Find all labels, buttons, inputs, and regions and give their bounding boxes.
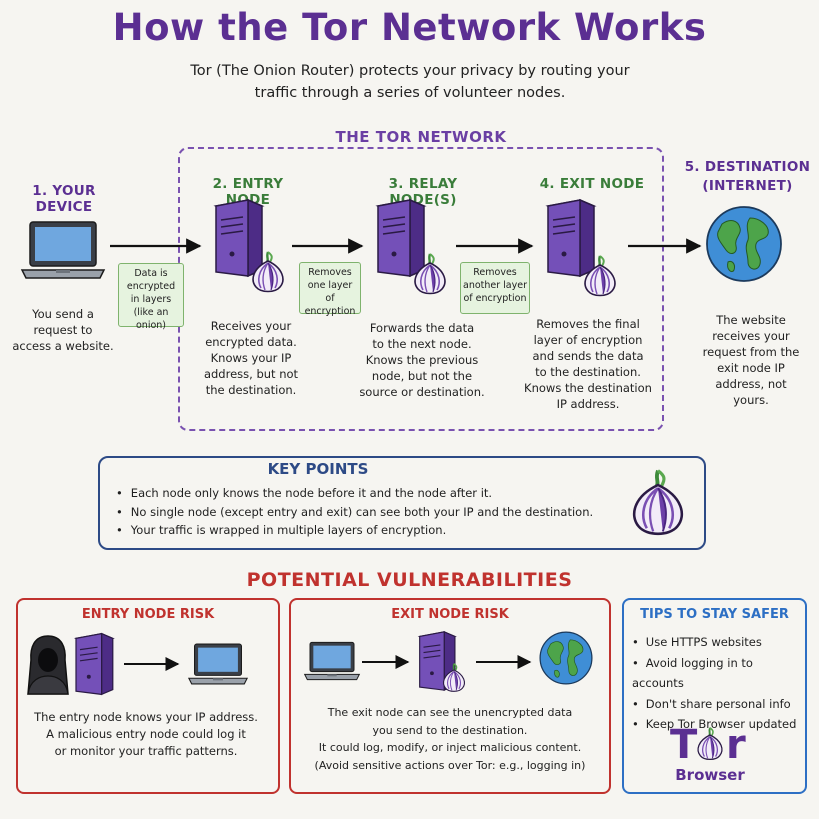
desc-line: yours.	[733, 393, 769, 407]
desc-line: Knows the destination	[524, 381, 652, 395]
tip-item: Use HTTPS websites	[632, 632, 807, 653]
step-title-your-device: 1. YOUR DEVICE	[32, 183, 96, 215]
vulnerabilities-title: POTENTIAL VULNERABILITIES	[246, 569, 573, 591]
entry-server-icon	[75, 632, 114, 696]
note-removes-one-layer: Removes one layer of encryption	[299, 262, 361, 317]
desc-line: receives your	[712, 329, 790, 343]
step-title-relay-nodes: 3. RELAY NODE(S)	[388, 176, 458, 208]
step-desc-relay-nodes: Forwards the data to the next node. Know…	[352, 320, 492, 400]
tip-item: Don't share personal info	[632, 694, 807, 715]
entry-node-risk-box	[16, 598, 280, 794]
key-point-item: Each node only knows the node before it …	[116, 484, 616, 503]
tips-title: TIPS TO STAY SAFER	[640, 607, 789, 622]
step-title-destination: 5. DESTINATION (INTERNET)	[680, 158, 815, 196]
tips-list: Use HTTPS websites Avoid logging in to a…	[632, 632, 807, 735]
svg-text:r: r	[726, 722, 746, 766]
tor-logo-browser-text: Browser	[675, 766, 745, 784]
step-desc-entry-node: Receives your encrypted data. Knows your…	[190, 318, 312, 398]
desc-line: Removes the final	[536, 317, 640, 331]
desc-line: It could log, modify, or inject maliciou…	[318, 741, 582, 754]
note-removes-another-layer: Removes another layer of encryption	[460, 262, 530, 314]
desc-line: request to	[33, 323, 93, 337]
desc-line: request from the	[702, 345, 800, 359]
hacker-icon	[27, 635, 69, 695]
tor-logo-icon: T r	[670, 722, 746, 766]
desc-line: layer of encryption	[533, 333, 643, 347]
entry-node-risk-desc: The entry node knows your IP address. A …	[20, 709, 272, 760]
onion-icon	[583, 254, 617, 297]
desc-line: Receives your	[210, 319, 292, 333]
note-encrypted-layers: Data is encrypted in layers (like an oni…	[118, 263, 184, 331]
subtitle-line: Tor (The Onion Router) protects your pri…	[190, 63, 630, 79]
desc-line: encrypted data.	[205, 335, 297, 349]
desc-line: or monitor your traffic patterns.	[54, 744, 238, 758]
step-title-exit-node: 4. EXIT NODE	[539, 176, 645, 192]
desc-line: the destination.	[205, 383, 297, 397]
page-subtitle: Tor (The Onion Router) protects your pri…	[120, 60, 700, 104]
desc-line: and sends the data	[532, 349, 644, 363]
desc-line: Forwards the data	[369, 321, 475, 335]
tip-item: Keep Tor Browser updated	[632, 714, 807, 735]
laptop-icon	[21, 221, 105, 279]
desc-line: The exit node can see the unencrypted da…	[327, 706, 573, 719]
desc-line: node, but not the	[371, 369, 473, 383]
key-points-title: KEY POINTS	[267, 460, 369, 478]
desc-line: to the next node.	[372, 337, 472, 351]
key-point-item: No single node (except entry and exit) c…	[116, 503, 616, 522]
desc-line: IP address.	[556, 397, 620, 411]
desc-line: source or destination.	[359, 385, 485, 399]
note-line: Removes	[473, 267, 517, 278]
note-line: of encryption	[463, 293, 527, 304]
note-line: one layer of	[307, 280, 353, 304]
exit-node-risk-title: EXIT NODE RISK	[391, 607, 509, 622]
note-line: (like an onion)	[133, 307, 169, 331]
desc-line: You send a	[32, 307, 94, 321]
step-desc-exit-node: Removes the final layer of encryption an…	[518, 316, 658, 412]
key-points-box	[98, 456, 706, 550]
laptop-icon	[188, 643, 248, 685]
desc-line: you send to the destination.	[372, 723, 528, 737]
key-points-list: Each node only knows the node before it …	[116, 484, 616, 540]
desc-line: (Avoid sensitive actions over Tor: e.g.,…	[314, 758, 586, 772]
note-line: Data is	[134, 268, 168, 279]
step-title-line: 5. DESTINATION	[684, 159, 811, 175]
desc-line: address, not	[715, 377, 787, 391]
desc-line: to the destination.	[535, 365, 641, 379]
note-line: encryption	[304, 306, 356, 317]
onion-icon	[442, 662, 466, 693]
globe-icon	[706, 206, 782, 282]
desc-line: The website	[716, 313, 786, 327]
page-title: How the Tor Network Works	[112, 6, 707, 49]
exit-node-risk-desc: The exit node can see the unencrypted da…	[293, 704, 607, 774]
tip-item: Avoid logging in to accounts	[632, 653, 807, 694]
laptop-icon	[304, 641, 360, 681]
globe-icon	[539, 631, 593, 685]
desc-line: Knows the previous	[365, 353, 479, 367]
desc-line: Knows your IP	[210, 351, 292, 365]
subtitle-line: traffic through a series of volunteer no…	[254, 85, 566, 101]
note-line: encrypted	[126, 281, 176, 292]
onion-icon	[251, 250, 285, 293]
step-desc-your-device: You send a request to access a website.	[2, 306, 124, 354]
note-line: another layer	[463, 280, 528, 291]
desc-line: exit node IP	[717, 361, 785, 375]
step-title-line: (INTERNET)	[702, 178, 793, 194]
desc-line: A malicious entry node could log it	[46, 727, 246, 741]
tor-network-label: THE TOR NETWORK	[335, 128, 507, 146]
desc-line: access a website.	[12, 339, 114, 353]
onion-icon	[632, 468, 684, 536]
entry-node-risk-title: ENTRY NODE RISK	[81, 607, 215, 622]
desc-line: The entry node knows your IP address.	[34, 710, 258, 724]
note-line: Removes	[308, 267, 352, 278]
svg-text:T: T	[670, 722, 698, 766]
step-desc-destination: The website receives your request from t…	[690, 312, 812, 408]
exit-node-risk-box	[289, 598, 611, 794]
desc-line: address, but not	[203, 367, 299, 381]
key-point-item: Your traffic is wrapped in multiple laye…	[116, 521, 616, 540]
tor-browser-logo: T r Browser	[664, 718, 774, 786]
onion-icon	[413, 252, 447, 295]
note-line: in layers	[130, 294, 172, 305]
